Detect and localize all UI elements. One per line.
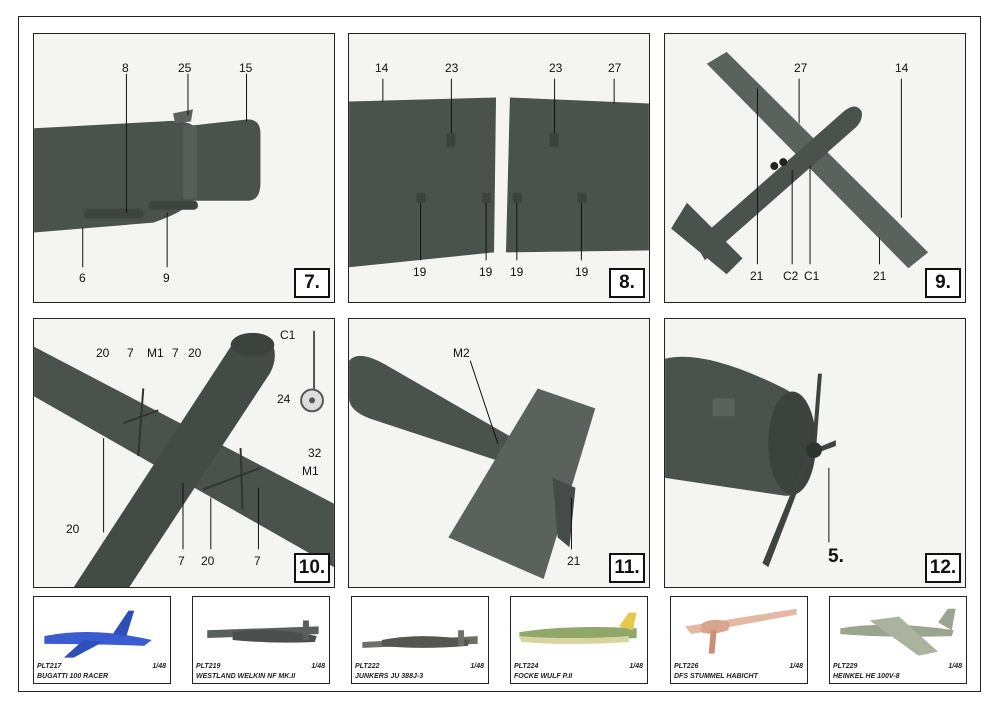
step-9-photo — [671, 51, 929, 275]
callout-19-c: 19 — [510, 265, 524, 279]
callout-c1: C1 — [804, 269, 820, 283]
step-12-photo — [665, 356, 836, 568]
callout-27: 27 — [608, 61, 622, 75]
kit-image-plt229 — [840, 608, 956, 656]
callout-m1-b: M1 — [302, 464, 319, 478]
callout-21-a: 21 — [750, 269, 764, 283]
kit-thumb-plt217[interactable]: PLT217 1/48 BUGATTI 100 RACER — [33, 596, 171, 684]
callout-7-a: 7 — [127, 346, 134, 360]
callout-8: 8 — [122, 61, 129, 75]
kit-scale: 1/48 — [470, 663, 484, 670]
kit-thumb-plt219[interactable]: PLT219 1/48 WESTLAND WELKIN NF MK.II — [192, 596, 330, 684]
kit-code: PLT224 — [514, 663, 539, 670]
callout-25: 25 — [178, 61, 192, 75]
callout-14: 14 — [375, 61, 389, 75]
step-number-9: 9. — [925, 268, 961, 298]
kit-name: FOCKE WULF P.II — [514, 673, 573, 680]
step-number-8: 8. — [609, 268, 645, 298]
kit-scale: 1/48 — [948, 663, 962, 670]
instruction-sheet — [18, 16, 981, 692]
kit-scale: 1/48 — [152, 663, 166, 670]
callout-15: 15 — [239, 61, 253, 75]
kit-thumb-plt224[interactable]: PLT224 1/48 FOCKE WULF P.II — [510, 596, 648, 684]
step-8-panel: 14 23 23 27 19 19 19 19 8. — [348, 33, 650, 303]
kit-thumb-plt222[interactable]: PLT222 1/48 JUNKERS JU 388J-3 — [351, 596, 489, 684]
callout-c1: C1 — [280, 328, 296, 342]
callout-19-a: 19 — [413, 265, 427, 279]
step-number-11: 11. — [609, 553, 645, 583]
callout-24: 24 — [277, 392, 291, 406]
callout-14: 14 — [895, 61, 909, 75]
step-10-panel: C1 20 7 M1 7 20 24 32 M1 20 7 20 7 10. — [33, 318, 335, 588]
callout-21-b: 21 — [873, 269, 887, 283]
callout-32: 32 — [308, 446, 322, 460]
callout-23-left: 23 — [445, 61, 459, 75]
callout-20-d: 20 — [201, 554, 215, 568]
callout-7-d: 7 — [254, 554, 261, 568]
callout-c2: C2 — [783, 269, 799, 283]
callout-27: 27 — [794, 61, 808, 75]
callout-23-right: 23 — [549, 61, 563, 75]
kit-name: BUGATTI 100 RACER — [37, 673, 109, 680]
kit-name: HEINKEL HE 100V-8 — [833, 673, 900, 680]
callout-20-b: 20 — [188, 346, 202, 360]
kit-code: PLT222 — [355, 663, 380, 670]
kit-scale: 1/48 — [789, 663, 803, 670]
kit-code: PLT226 — [674, 663, 699, 670]
kit-image-plt217 — [44, 610, 152, 658]
callout-m1-a: M1 — [147, 346, 164, 360]
step-7-panel: 8 25 15 6 9 7. — [33, 33, 335, 303]
callout-20-c: 20 — [66, 522, 80, 536]
kit-image-plt219 — [207, 620, 319, 643]
step-11-panel: M2 21 11. — [348, 318, 650, 588]
kit-code: PLT217 — [37, 663, 62, 670]
callout-19-d: 19 — [575, 265, 589, 279]
callout-6: 6 — [79, 271, 86, 285]
kit-image-plt226 — [685, 608, 797, 654]
kit-image-plt222 — [362, 630, 478, 648]
callout-19-b: 19 — [479, 265, 493, 279]
callout-9: 9 — [163, 271, 170, 285]
kit-scale: 1/48 — [311, 663, 325, 670]
callout-5: 5. — [828, 546, 844, 567]
kit-thumb-plt229[interactable]: PLT229 1/48 HEINKEL HE 100V-8 — [829, 596, 967, 684]
step-12-panel: 5. 12. — [664, 318, 966, 588]
kit-name: WESTLAND WELKIN NF MK.II — [196, 673, 296, 680]
kit-code: PLT219 — [196, 663, 221, 670]
step-9-panel: 27 14 21 C2 C1 21 9. — [664, 33, 966, 303]
kit-name: DFS STUMMEL HABICHT — [674, 673, 758, 680]
step-number-12: 12. — [925, 553, 961, 583]
step-number-10: 10. — [294, 553, 330, 583]
kit-scale: 1/48 — [629, 663, 643, 670]
callout-21: 21 — [567, 554, 581, 568]
step-10-photo — [34, 330, 334, 587]
kit-code: PLT229 — [833, 663, 858, 670]
kit-name: JUNKERS JU 388J-3 — [355, 673, 424, 680]
kit-image-plt224 — [519, 612, 637, 644]
callout-m2: M2 — [453, 346, 470, 360]
step-7-photo — [34, 73, 261, 268]
step-11-photo — [349, 355, 596, 580]
callout-7-b: 7 — [172, 346, 179, 360]
step-number-7: 7. — [294, 268, 330, 298]
callout-7-c: 7 — [178, 554, 185, 568]
kit-thumb-plt226[interactable]: PLT226 1/48 DFS STUMMEL HABICHT — [670, 596, 808, 684]
callout-20-a: 20 — [96, 346, 110, 360]
step-8-photo — [349, 78, 649, 268]
